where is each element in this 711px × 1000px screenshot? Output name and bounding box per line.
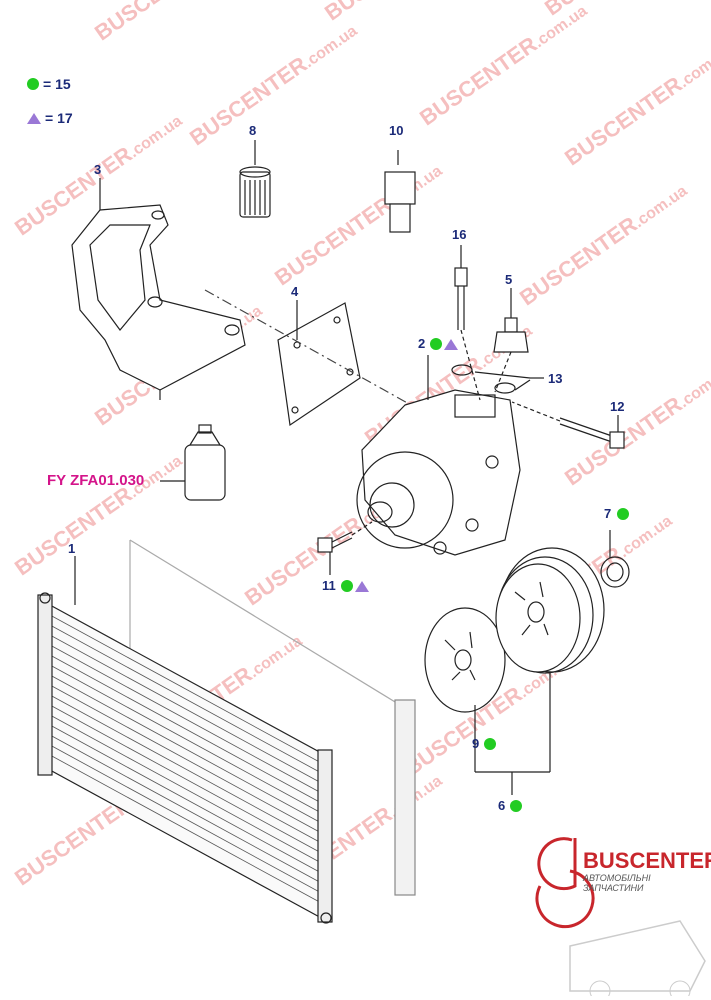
logo-tagline: АВТОМОБІЛЬНІ ЗАПЧАСТИНИ: [583, 873, 651, 893]
legend-purple: = 17: [27, 110, 73, 126]
green-dot-icon: [510, 800, 522, 812]
callout-6: 6: [498, 798, 506, 813]
clutch-plate: [424, 607, 506, 713]
callout-8: 8: [249, 123, 257, 138]
callout-3: 3: [94, 162, 102, 177]
green-dot-icon: [484, 738, 496, 750]
purple-triangle-icon: [27, 112, 41, 124]
shim-washer: [600, 556, 630, 588]
valve-cap: [239, 166, 271, 218]
condenser: [37, 539, 416, 924]
legend-purple-text: = 17: [45, 110, 73, 126]
green-dot-icon: [430, 338, 442, 350]
pressure-switch: [384, 150, 416, 233]
buscenter-logo: [535, 837, 706, 996]
callout-13: 13: [548, 371, 563, 386]
o-ring: [451, 364, 473, 376]
callout-16: 16: [452, 227, 467, 242]
valve-5: [493, 317, 529, 393]
callout-1: 1: [68, 541, 76, 556]
part-reference-label: FY ZFA01.030: [47, 472, 145, 489]
green-dot-icon: [617, 508, 629, 520]
oil-bottle: [184, 424, 226, 501]
callout-4: 4: [291, 284, 299, 299]
bolt-16: [454, 267, 481, 401]
logo-brand: BUSCENTER: [583, 848, 711, 873]
legend-green: = 15: [27, 76, 71, 92]
callout-9: 9: [472, 736, 480, 751]
pulley: [495, 547, 605, 674]
bolt-11: [317, 521, 373, 553]
purple-triangle-icon: [355, 581, 369, 592]
o-ring: [494, 382, 516, 394]
bolt-12: [511, 401, 625, 449]
compressor: [356, 389, 521, 556]
callout-2: 2: [418, 336, 426, 351]
green-dot-icon: [341, 580, 353, 592]
callout-7: 7: [604, 506, 612, 521]
callout-10: 10: [389, 123, 404, 138]
callout-11: 11: [322, 578, 336, 593]
purple-triangle-icon: [444, 339, 458, 350]
bracket: [71, 204, 246, 400]
gasket: [277, 302, 361, 427]
callout-12: 12: [610, 399, 625, 414]
legend-green-text: = 15: [43, 76, 71, 92]
callout-5: 5: [505, 272, 513, 287]
green-dot-icon: [27, 78, 39, 90]
